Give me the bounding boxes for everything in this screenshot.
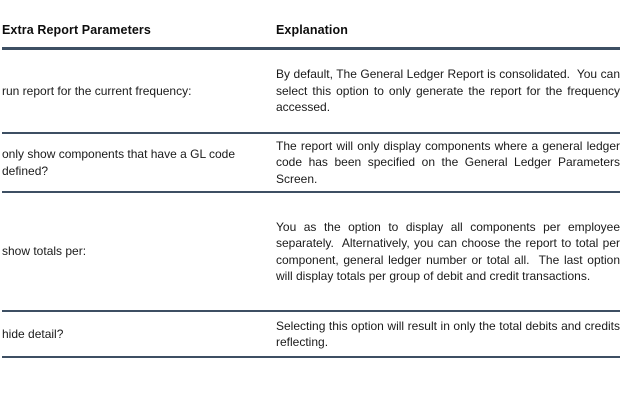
table-row: hide detail? Selecting this option will … (2, 311, 620, 358)
extra-report-parameters-table: Extra Report Parameters Explanation run … (2, 12, 620, 358)
table-body: run report for the current frequency: By… (2, 48, 620, 358)
column-header-parameter: Extra Report Parameters (2, 12, 276, 50)
parameter-name: run report for the current frequency: (2, 48, 276, 134)
table-row: show totals per: You as the option to di… (2, 192, 620, 312)
column-header-explanation: Explanation (276, 12, 620, 50)
parameter-explanation: The report will only display components … (276, 133, 620, 193)
parameter-name: show totals per: (2, 192, 276, 312)
parameter-explanation: Selecting this option will result in onl… (276, 311, 620, 358)
parameter-name: only show components that have a GL code… (2, 133, 276, 193)
table-header-row: Extra Report Parameters Explanation (2, 12, 620, 50)
parameter-name: hide detail? (2, 311, 276, 358)
parameter-explanation: You as the option to display all compone… (276, 192, 620, 312)
parameter-explanation: By default, The General Ledger Report is… (276, 48, 620, 134)
table-row: run report for the current frequency: By… (2, 48, 620, 134)
table-row: only show components that have a GL code… (2, 133, 620, 193)
